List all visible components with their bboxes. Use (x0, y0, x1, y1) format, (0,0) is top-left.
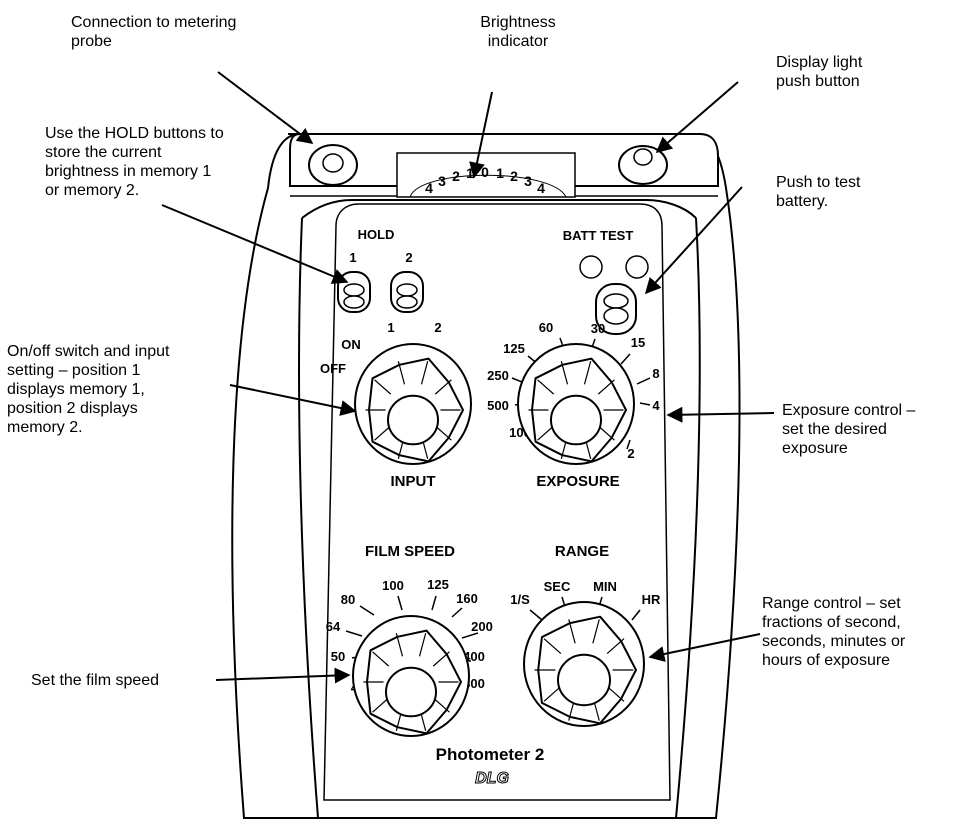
range-mark: HR (642, 592, 661, 607)
input-2-label: 2 (434, 320, 441, 335)
model-label: DLG (475, 770, 509, 787)
exposure-mark: 500 (487, 398, 509, 413)
arrow-input (229, 384, 357, 416)
hold-1-button[interactable] (337, 271, 371, 313)
film-speed-mark: 160 (456, 591, 478, 606)
hold-2-label: 2 (405, 250, 412, 265)
callout-exposure-control: Exposure control – set the desired expos… (782, 402, 916, 457)
exposure-mark-tick (636, 377, 651, 385)
range-mark: SEC (544, 579, 571, 594)
meter-scale-mark: 4 (425, 180, 433, 196)
callout-film-speed: Set the film speed (31, 672, 160, 689)
meter-scale-mark: 2 (510, 168, 518, 184)
exposure-mark: 60 (539, 320, 553, 335)
film-speed-mark: 100 (382, 578, 404, 593)
arrow-battery (644, 186, 743, 295)
exposure-mark: 250 (487, 368, 509, 383)
brand-label: Photometer 2 (436, 745, 545, 764)
callout-brightness-indicator: Brightness indicator (480, 14, 556, 50)
hold-2-button[interactable] (390, 271, 424, 313)
meter-scale-mark: 3 (438, 173, 446, 189)
range-knob[interactable] (523, 601, 645, 727)
hold-label: HOLD (358, 227, 395, 242)
arrow-metering-probe (217, 71, 314, 144)
battery-led-1 (579, 255, 603, 279)
film-speed-mark-tick (431, 595, 437, 611)
meter-scale-mark: 4 (537, 180, 545, 196)
film-speed-knob[interactable] (352, 615, 470, 737)
display-light-button[interactable] (618, 145, 668, 185)
meter-scale-mark: 1 (466, 165, 474, 181)
film-speed-mark-tick (345, 630, 363, 637)
input-dial-label: INPUT (391, 473, 436, 490)
film-speed-mark-tick (451, 607, 463, 618)
film-speed-dial-label: FILM SPEED (365, 543, 455, 560)
battery-led-2 (625, 255, 649, 279)
arrow-exposure (666, 406, 775, 423)
input-knob[interactable] (354, 343, 472, 465)
film-speed-mark: 80 (341, 592, 355, 607)
exposure-mark: 125 (503, 341, 525, 356)
exposure-mark: 30 (591, 321, 605, 336)
range-mark-tick (631, 609, 641, 621)
callout-display-light: Display light push button (776, 54, 863, 90)
input-1-label: 1 (387, 320, 394, 335)
range-dial-label: RANGE (555, 543, 609, 560)
film-speed-mark: 200 (471, 619, 493, 634)
film-speed-mark-tick (359, 605, 375, 616)
film-speed-mark-tick (461, 632, 479, 639)
callout-battery-test: Push to test battery. (776, 174, 861, 210)
callout-metering-probe: Connection to metering probe (71, 14, 237, 50)
arrow-display-light (655, 81, 739, 154)
callout-hold-buttons: Use the HOLD buttons to store the curren… (45, 125, 224, 199)
exposure-dial-label: EXPOSURE (536, 473, 619, 490)
film-speed-mark-tick (397, 595, 403, 611)
exposure-mark-tick (620, 353, 631, 365)
meter-scale-mark: 1 (496, 165, 504, 181)
exposure-mark: 4 (652, 398, 660, 413)
arrow-brightness (469, 91, 493, 179)
meter-scale-mark: 2 (452, 168, 460, 184)
range-mark: 1/S (510, 592, 530, 607)
exposure-knob[interactable] (517, 343, 635, 465)
exposure-mark-tick (626, 439, 631, 450)
meter-scale-mark: 0 (481, 164, 489, 180)
film-speed-mark: 64 (326, 619, 341, 634)
exposure-mark: 15 (631, 335, 645, 350)
exposure-mark: 2 (627, 446, 634, 461)
input-off-label: OFF (320, 361, 346, 376)
range-mark-tick (529, 609, 543, 621)
callout-range-control: Range control – set fractions of second,… (762, 595, 906, 669)
film-speed-mark: 50 (331, 649, 345, 664)
arrow-film-speed (215, 667, 351, 684)
battery-test-button[interactable] (595, 283, 637, 335)
input-on-label: ON (341, 337, 361, 352)
exposure-mark-tick (639, 402, 651, 406)
range-scale: 1/S SEC MIN HR (510, 579, 661, 621)
brightness-meter (396, 152, 576, 198)
hold-1-label: 1 (349, 250, 356, 265)
exposure-mark: 8 (652, 366, 659, 381)
film-speed-mark: 125 (427, 577, 449, 592)
callout-input-switch: On/off switch and input setting – positi… (7, 343, 170, 436)
range-mark: MIN (593, 579, 617, 594)
probe-connector[interactable] (308, 144, 358, 186)
device-body (231, 133, 741, 819)
batt-test-label: BATT TEST (563, 228, 634, 243)
arrow-range (648, 633, 761, 662)
meter-scale-mark: 3 (524, 173, 532, 189)
arrow-hold (161, 204, 349, 284)
